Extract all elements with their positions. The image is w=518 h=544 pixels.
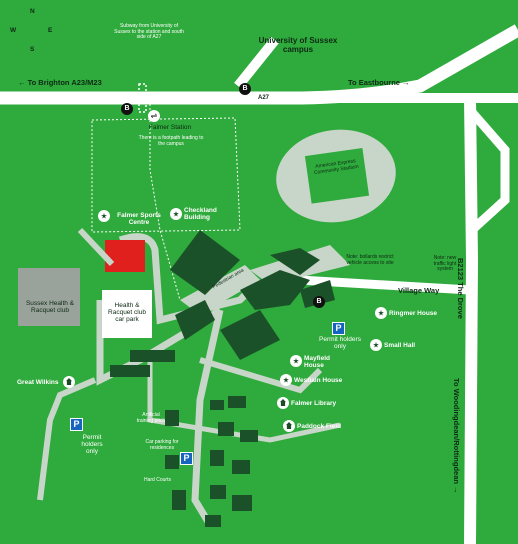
checkland-icon (170, 208, 182, 220)
mayfield-icon (290, 355, 302, 367)
campus-path-east (199, 357, 323, 394)
to-brighton-label: ← To Brighton A23/M23 (18, 78, 102, 87)
footpath (149, 100, 181, 301)
callout-ray (77, 227, 115, 267)
a27-label: A27 (258, 95, 270, 101)
paddock-field-label: Paddock Field (297, 423, 342, 430)
falmer-sports-centre-building (105, 240, 145, 272)
village-way-label: Village Way (398, 286, 440, 295)
checkland-building (170, 230, 240, 295)
university-road (234, 36, 279, 90)
mayfield-building (220, 310, 280, 360)
falmer-library-label: Falmer Library (291, 400, 337, 407)
bus-stop-icon: B (313, 296, 325, 308)
central-building (175, 300, 215, 340)
falmer-sports-centre-label: Falmer Sports Centre (117, 212, 161, 226)
mayfield-label: Mayfield House (304, 355, 331, 369)
compass-west: W (10, 27, 17, 34)
rail-station-icon: ⇌ (148, 110, 160, 122)
compass-north: N (30, 8, 35, 15)
residence-block (210, 485, 226, 499)
campus-path-southwest (37, 377, 97, 501)
great-wilkins-label: Great Wilkins (17, 379, 59, 386)
traffic-note: Note: new traffic light system (433, 255, 457, 272)
hard-courts (172, 490, 186, 510)
station-area-outline (91, 117, 241, 233)
residence-block (240, 430, 258, 442)
ringmer-building (300, 280, 335, 308)
ringmer-label: Ringmer House (389, 310, 438, 317)
residence-block (228, 396, 246, 408)
residents-parking-block (165, 455, 179, 469)
artificial-pitch-label: Artificial training pitch (136, 412, 166, 424)
residence-block (110, 365, 150, 377)
permit-holders-left-label: Permit holders only (81, 434, 103, 455)
parking-icon: P (332, 322, 345, 335)
campus-path-south (191, 309, 224, 527)
ringmer-icon (375, 307, 387, 319)
westlain-icon (280, 374, 292, 386)
small-hall-icon (370, 339, 382, 351)
residence-block (210, 450, 224, 466)
health-car-park-area (102, 290, 152, 338)
stadium-pitch (304, 148, 370, 204)
falmer-sports-centre-icon (98, 210, 110, 222)
university-label: University of Sussex campus (258, 36, 338, 54)
parking-icon: P (180, 452, 193, 465)
hard-courts-label: Hard Courts (144, 477, 171, 483)
compass-east: E (48, 27, 53, 34)
residence-block (232, 495, 252, 511)
residence-block (232, 460, 250, 474)
paddock-field-icon (283, 420, 295, 432)
to-eastbourne-label: To Eastbourne → (348, 78, 410, 87)
health-racquet-building (18, 268, 80, 326)
training-pitch (165, 410, 179, 426)
the-drove-road (464, 97, 479, 544)
to-woodingdean-label: To Woodingdean/Rottingdean → (452, 378, 461, 494)
parking-icon: P (70, 418, 83, 431)
residence-block (205, 515, 221, 527)
bus-stop-icon: B (121, 103, 133, 115)
footpath-note: There is a footpath leading to the campu… (138, 135, 204, 147)
bollards-note: Note: bollards restrict vehicle access t… (346, 254, 394, 266)
falmer-library-icon (277, 397, 289, 409)
campus-path-north (118, 233, 263, 325)
great-wilkins-icon (63, 376, 75, 388)
junction-slip-road (466, 107, 510, 234)
health-racquet-label: Sussex Health & Racquet club (25, 300, 75, 314)
checkland-label: Checkland Building (184, 207, 217, 221)
residence-block (218, 422, 234, 436)
residence-path (147, 360, 341, 443)
subway-crossing (138, 83, 147, 113)
permit-holders-mid-label: Permit holders only (319, 336, 361, 350)
westlain-label: Westlain House (294, 377, 343, 384)
subway-note: Subway from University of Sussex to the … (114, 23, 184, 40)
small-building (270, 248, 320, 275)
bus-stop-icon: B (239, 83, 251, 95)
health-car-park-label: Health & Racquet club car park (108, 302, 146, 323)
residence-block (130, 350, 175, 362)
residence-block (210, 400, 224, 410)
residents-parking-label: Car parking for residences (145, 439, 179, 451)
small-hall-label: Small Hall (384, 342, 416, 349)
falmer-station-label: Falmer Station (148, 124, 192, 131)
compass-south: S (30, 46, 35, 53)
east-campus-building (240, 270, 310, 310)
